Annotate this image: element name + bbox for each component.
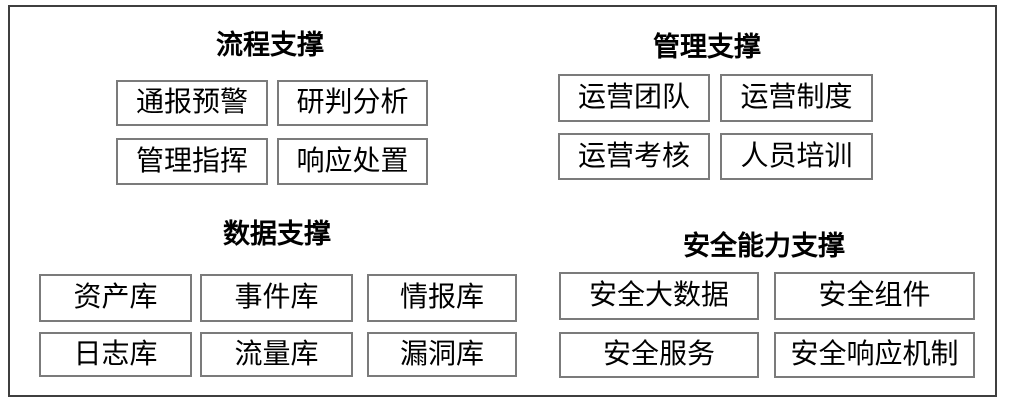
response-handling-box: 响应处置 — [277, 138, 428, 185]
security-service-box: 安全服务 — [559, 332, 759, 378]
section-title-security-capability-support: 安全能力支撑 — [683, 231, 845, 261]
management-command-box: 管理指挥 — [116, 138, 268, 185]
section-title-process-support: 流程支撑 — [216, 30, 324, 60]
operation-system-box: 运营制度 — [720, 74, 873, 122]
diagram-frame — [8, 5, 997, 397]
personnel-training-box: 人员培训 — [720, 133, 873, 180]
analysis-judgment-box: 研判分析 — [277, 80, 428, 126]
security-bigdata-box: 安全大数据 — [559, 272, 759, 320]
asset-db-box: 资产库 — [39, 274, 192, 322]
event-db-box: 事件库 — [200, 274, 353, 322]
log-db-box: 日志库 — [39, 332, 192, 377]
report-warning-box: 通报预警 — [116, 80, 268, 126]
traffic-db-box: 流量库 — [200, 332, 353, 377]
intel-db-box: 情报库 — [367, 274, 517, 322]
security-component-box: 安全组件 — [774, 272, 975, 320]
security-response-mechanism-box: 安全响应机制 — [774, 332, 975, 378]
operation-team-box: 运营团队 — [558, 74, 710, 122]
section-title-management-support: 管理支撑 — [653, 32, 761, 62]
section-title-data-support: 数据支撑 — [223, 219, 331, 249]
vulnerability-db-box: 漏洞库 — [367, 332, 517, 377]
operation-assessment-box: 运营考核 — [558, 133, 710, 180]
